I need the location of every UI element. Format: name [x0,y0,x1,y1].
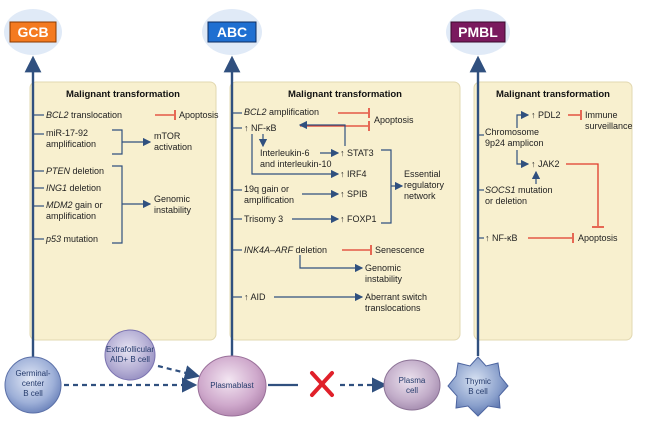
svg-text:network: network [404,191,436,201]
spib-label: ↑ SPIB [340,189,368,199]
gcb-label: GCB [4,9,62,55]
interleukin-label: Interleukin-6 [260,148,310,158]
blocked-differentiation-cross-icon [310,371,334,397]
irf4-label: ↑ IRF4 [340,169,367,179]
trisomy3-label: Trisomy 3 [244,214,283,224]
svg-text:or deletion: or deletion [485,196,527,206]
plasmablast-cell: Plasmablast [197,355,267,417]
svg-text:activation: activation [154,142,192,152]
p53-mutation-label: p53 mutation [45,234,98,244]
svg-text:Plasma: Plasma [399,376,426,385]
gcb-apoptosis-label: Apoptosis [179,110,219,120]
svg-text:and interleukin-10: and interleukin-10 [260,159,332,169]
essential-regulatory-network-label: Essential [404,169,441,179]
foxp1-label: ↑ FOXP1 [340,214,377,224]
svg-text:instability: instability [154,205,192,215]
svg-text:Thymic: Thymic [465,377,491,386]
thymic-b-cell: Thymic B cell [447,356,509,417]
pmbl-panel-content: Malignant transformation Chromosome 9p24… [478,89,633,243]
pten-deletion-label: PTEN deletion [46,166,104,176]
pmbl-nfkb-label: ↑ NF-κB [485,233,518,243]
abc-panel-content: Malignant transformation BCL2 amplificat… [232,89,445,313]
extrafollicular-to-plasmablast-arrow [157,364,201,381]
germinal-center-b-cell: Germinal- center B cell [4,356,62,414]
svg-text:PMBL: PMBL [458,24,498,40]
svg-text:translocations: translocations [365,303,421,313]
abc-label: ABC [202,9,262,55]
gcb-genomic-instability-label: Genomic [154,194,191,204]
svg-text:Extrafollicular: Extrafollicular [106,345,154,354]
aberrant-switch-label: Aberrant switch [365,292,427,302]
jak2-label: ↑ JAK2 [531,159,560,169]
mdm2-gain-label: MDM2 gain or [46,200,103,210]
extrafollicular-b-cell: Extrafollicular AID+ B cell [104,329,156,381]
svg-text:Germinal-: Germinal- [15,369,50,378]
plasma-cell: Plasma cell [383,359,441,411]
svg-text:AID+ B cell: AID+ B cell [110,355,150,364]
mir-17-92-label: miR-17-92 [46,128,88,138]
senescence-label: Senescence [375,245,425,255]
abc-panel-title: Malignant transformation [288,89,402,100]
abc-nfkb-label: ↑ NF-κB [244,123,277,133]
svg-text:B cell: B cell [468,387,488,396]
bcl2-translocation-label: BCL2 translocation [46,110,122,120]
mtor-activation-label: mTOR [154,131,181,141]
chromosome-9p24-label: Chromosome [485,127,539,137]
svg-text:GCB: GCB [17,24,48,40]
19q-gain-label: 19q gain or [244,184,289,194]
svg-text:amplification: amplification [46,139,96,149]
ink4a-arf-deletion-label: INK4A–ARF deletion [244,245,327,255]
ing1-deletion-label: ING1 deletion [46,183,101,193]
svg-text:amplification: amplification [46,211,96,221]
svg-text:9p24 amplicon: 9p24 amplicon [485,138,544,148]
abc-genomic-instability-label: Genomic [365,263,402,273]
immune-surveillance-label: Immune [585,110,618,120]
aid-label: ↑ AID [244,292,266,302]
svg-text:instability: instability [365,274,403,284]
svg-text:ABC: ABC [217,24,247,40]
pmbl-apoptosis-label: Apoptosis [578,233,618,243]
pmbl-panel-title: Malignant transformation [496,89,610,100]
pmbl-panel [473,81,633,341]
abc-panel [229,81,461,341]
socs1-mutation-label: SOCS1 mutation [485,185,553,195]
svg-text:Plasmablast: Plasmablast [210,381,254,390]
svg-text:surveillance: surveillance [585,121,633,131]
pmbl-label: PMBL [446,9,510,55]
pdl2-label: ↑ PDL2 [531,110,561,120]
abc-apoptosis-label: Apoptosis [374,115,414,125]
gcb-panel-title: Malignant transformation [66,89,180,100]
abc-bcl2-amplification-label: BCL2 amplification [244,107,319,117]
gcb-panel-content: Malignant transformation BCL2 translocat… [33,89,219,244]
svg-text:cell: cell [406,386,418,395]
svg-text:regulatory: regulatory [404,180,445,190]
svg-text:amplification: amplification [244,195,294,205]
svg-text:center: center [22,379,45,388]
svg-text:B cell: B cell [23,389,43,398]
stat3-label: ↑ STAT3 [340,148,374,158]
